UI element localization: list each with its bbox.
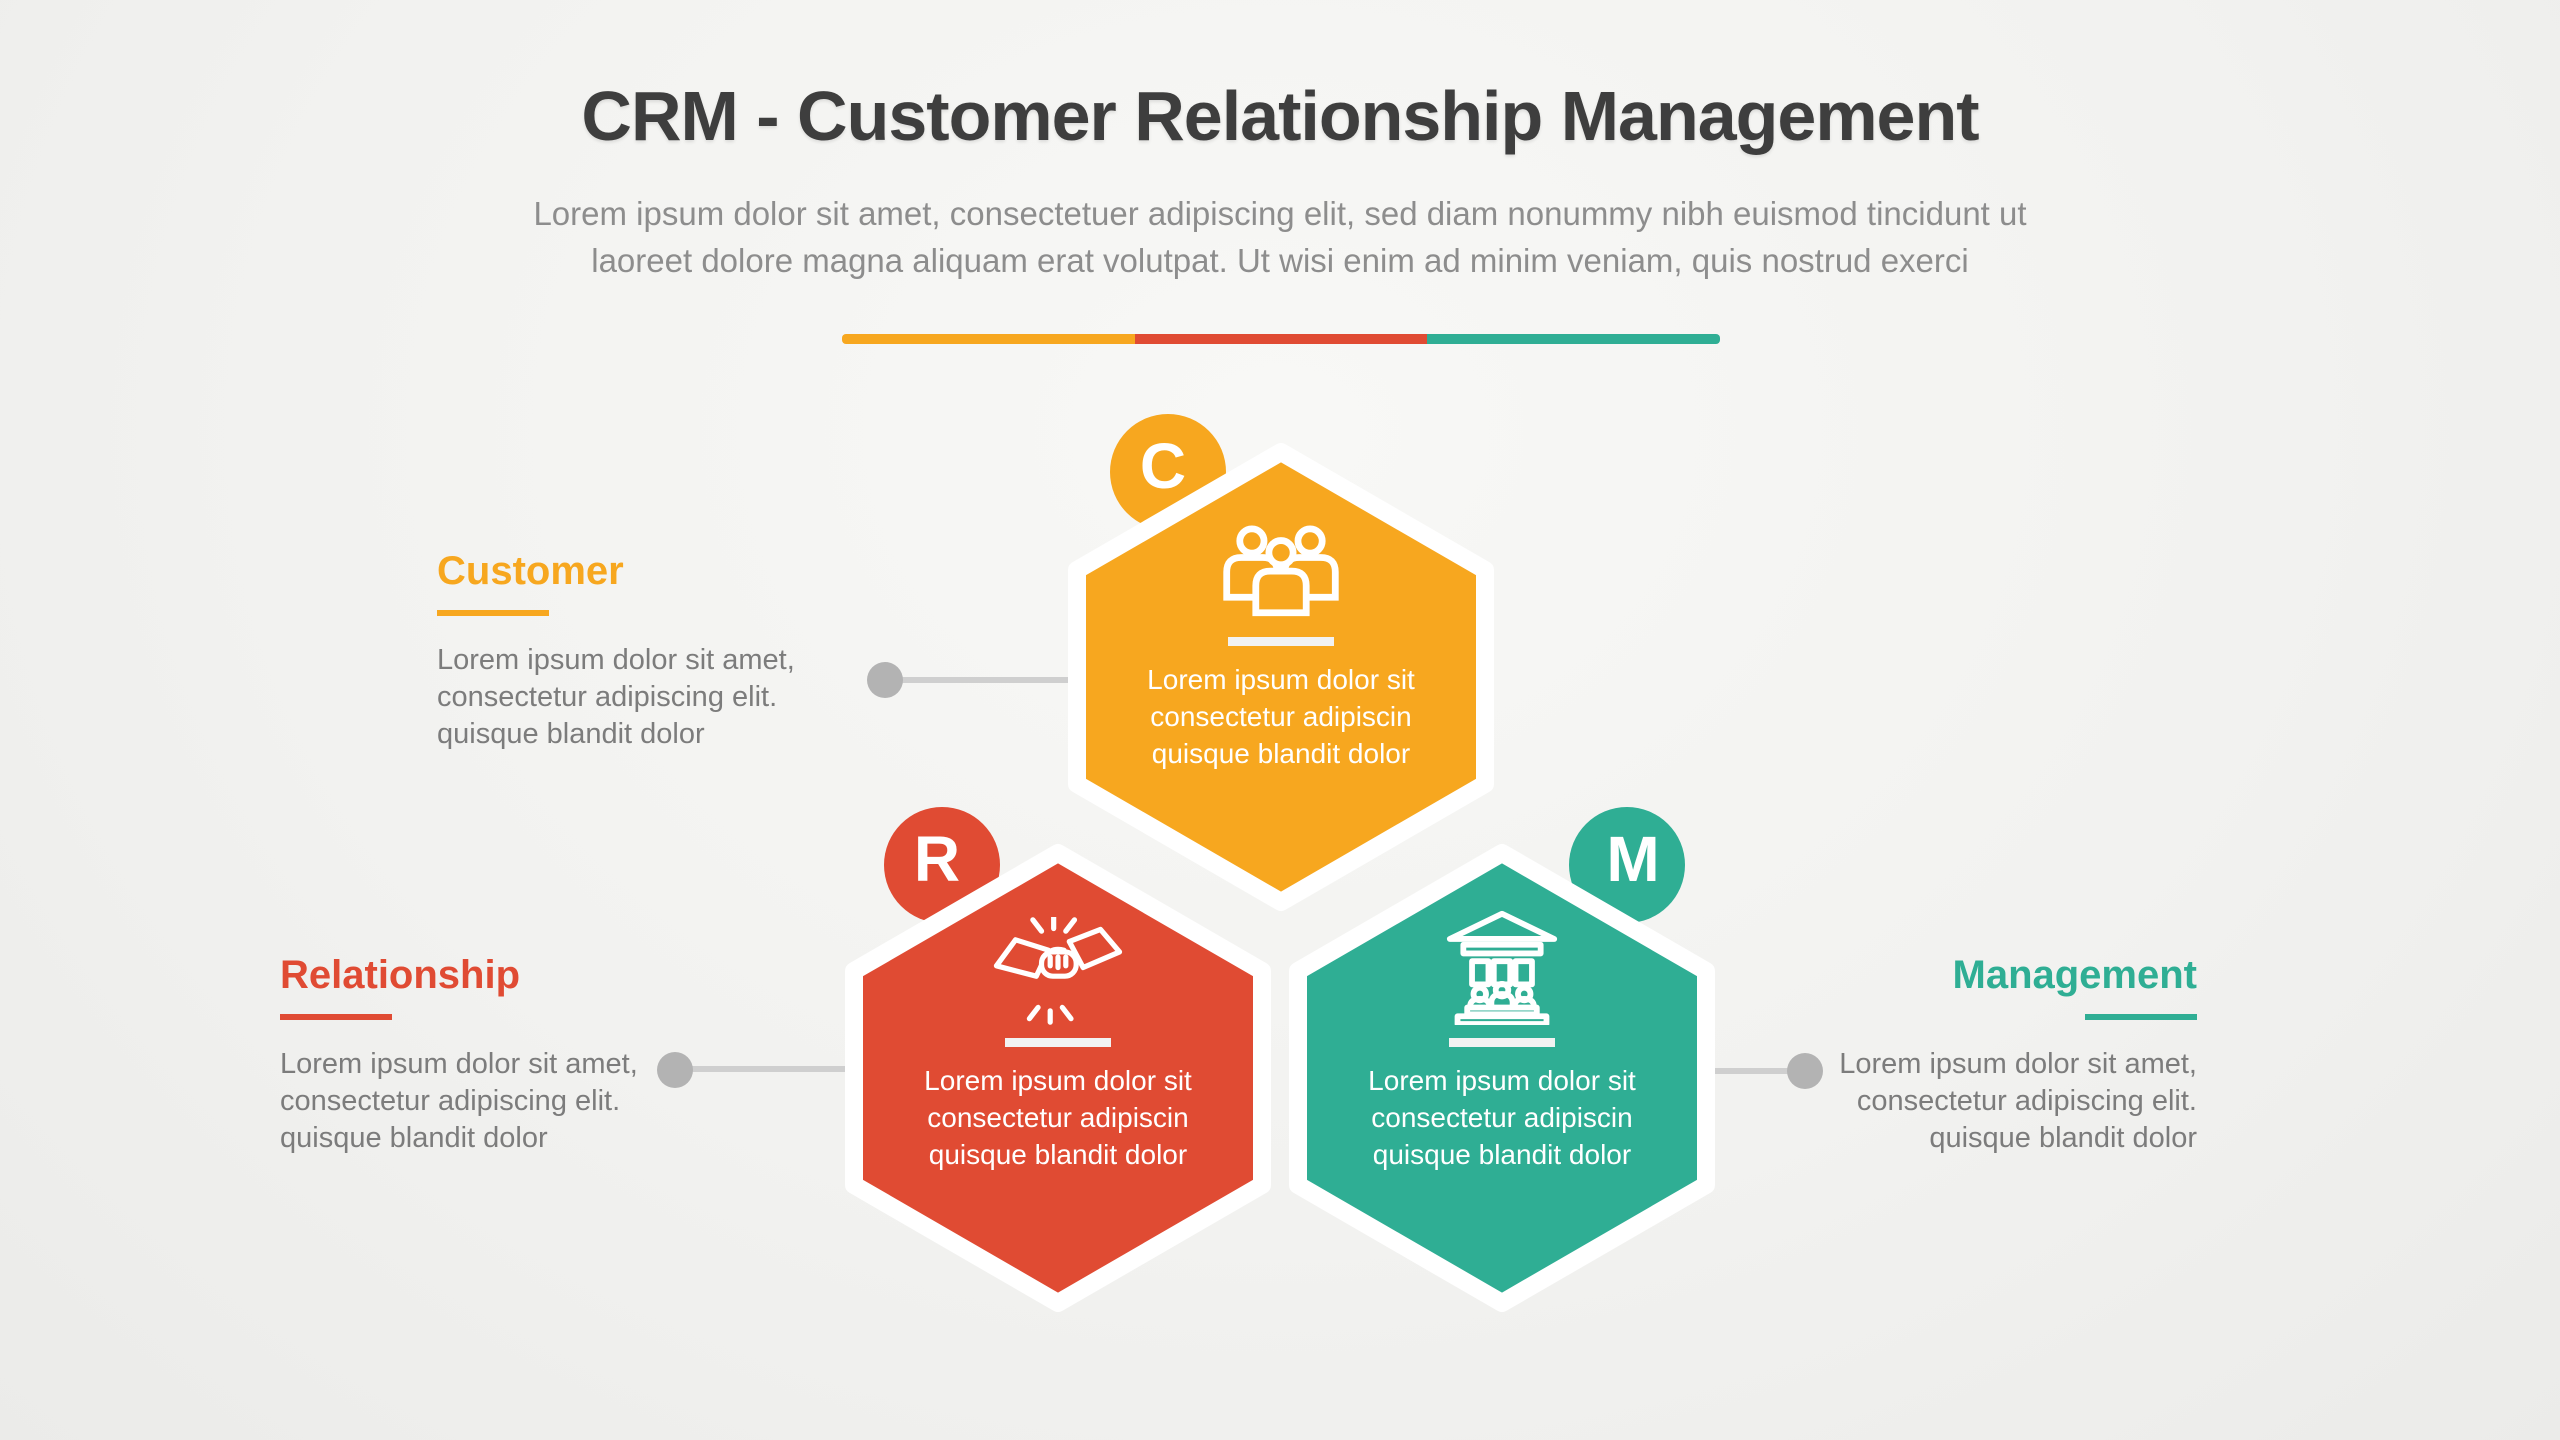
hexagon-shape-customer <box>1068 443 1494 911</box>
connector-dot-relationship <box>657 1052 693 1088</box>
side-label-relationship: Relationship Lorem ipsum dolor sit amet,… <box>280 952 638 1157</box>
label-text-line: consectetur adipiscing elit. <box>1856 1085 2197 1117</box>
hex-divider <box>1228 637 1334 646</box>
label-text-line: quisque blandit dolor <box>1929 1122 2197 1154</box>
label-underline <box>437 610 549 616</box>
hex-text-line: quisque blandit dolor <box>1151 738 1411 769</box>
hex-description: Lorem ipsum dolor sit consectetur adipis… <box>1147 661 1415 772</box>
page-subtitle: Lorem ipsum dolor sit amet, consectetuer… <box>0 190 2560 284</box>
label-text-line: Lorem ipsum dolor sit amet, <box>1839 1048 2197 1080</box>
hexagon-shape-relationship <box>845 844 1271 1312</box>
label-text-line: Lorem ipsum dolor sit amet, <box>437 644 795 676</box>
hex-text-line: quisque blandit dolor <box>1372 1139 1632 1170</box>
page-title: CRM - Customer Relationship Management <box>581 77 1979 155</box>
hex-module-customer: C Lorem ipsum dolor <box>1068 414 1494 912</box>
hex-text-line: quisque blandit dolor <box>928 1139 1188 1170</box>
divider-segment-red <box>1134 334 1428 344</box>
hex-text-line: consectetur adipiscin <box>1371 1102 1633 1133</box>
label-underline <box>280 1014 392 1020</box>
hex-divider <box>1449 1038 1555 1047</box>
hex-content-customer: Lorem ipsum dolor sit consectetur adipis… <box>1068 442 1494 772</box>
hex-text-line: consectetur adipiscin <box>1150 701 1412 732</box>
hex-text-line: Lorem ipsum dolor sit <box>924 1065 1192 1096</box>
hex-description: Lorem ipsum dolor sit consectetur adipis… <box>924 1062 1192 1173</box>
people-group-icon <box>1223 525 1339 617</box>
label-title-management: Management <box>1952 953 2198 997</box>
badge-letter: C <box>1139 430 1187 502</box>
label-text-line: quisque blandit dolor <box>437 718 705 750</box>
label-text-line: consectetur adipiscing elit. <box>280 1085 621 1117</box>
section-divider <box>842 334 1720 344</box>
bank-building-icon <box>1446 910 1558 1025</box>
label-description: Lorem ipsum dolor sit amet, consectetur … <box>1839 1046 2197 1157</box>
connector-dot-management <box>1787 1053 1823 1089</box>
label-title-customer: Customer <box>437 549 624 593</box>
hex-text-line: Lorem ipsum dolor sit <box>1368 1065 1636 1096</box>
hex-description: Lorem ipsum dolor sit consectetur adipis… <box>1368 1062 1636 1173</box>
hex-content-management: Lorem ipsum dolor sit consectetur adipis… <box>1289 843 1715 1173</box>
label-title-relationship: Relationship <box>280 953 521 997</box>
side-label-management: Management Lorem ipsum dolor sit amet, c… <box>1839 952 2197 1157</box>
hex-content-relationship: Lorem ipsum dolor sit consectetur adipis… <box>845 843 1271 1173</box>
connector-line-management <box>1715 1068 1805 1074</box>
label-description: Lorem ipsum dolor sit amet, consectetur … <box>437 642 795 753</box>
label-description: Lorem ipsum dolor sit amet, consectetur … <box>280 1046 638 1157</box>
badge-letter: M <box>1606 823 1660 895</box>
label-underline <box>2085 1014 2197 1020</box>
hex-module-relationship: R Lore <box>845 807 1271 1313</box>
label-text-line: consectetur adipiscing elit. <box>437 681 778 713</box>
divider-segment-teal <box>1427 334 1720 344</box>
hex-divider <box>1005 1038 1111 1047</box>
label-text-line: quisque blandit dolor <box>280 1122 548 1154</box>
divider-segment-orange <box>842 334 1135 344</box>
connector-dot-customer <box>867 662 903 698</box>
hex-text-line: Lorem ipsum dolor sit <box>1147 664 1415 695</box>
hex-text-line: consectetur adipiscin <box>927 1102 1189 1133</box>
connector-line-relationship <box>675 1066 845 1072</box>
handshake-icon <box>993 917 1123 1025</box>
connector-line-customer <box>885 677 1068 683</box>
hex-module-management: M <box>1289 807 1715 1313</box>
subtitle-line-2: laoreet dolore magna aliquam erat volutp… <box>591 242 1969 279</box>
side-label-customer: Customer Lorem ipsum dolor sit amet, con… <box>437 548 795 753</box>
badge-letter: R <box>913 823 961 895</box>
subtitle-line-1: Lorem ipsum dolor sit amet, consectetuer… <box>533 195 2027 232</box>
label-text-line: Lorem ipsum dolor sit amet, <box>280 1048 638 1080</box>
hexagon-shape-management <box>1289 844 1715 1312</box>
